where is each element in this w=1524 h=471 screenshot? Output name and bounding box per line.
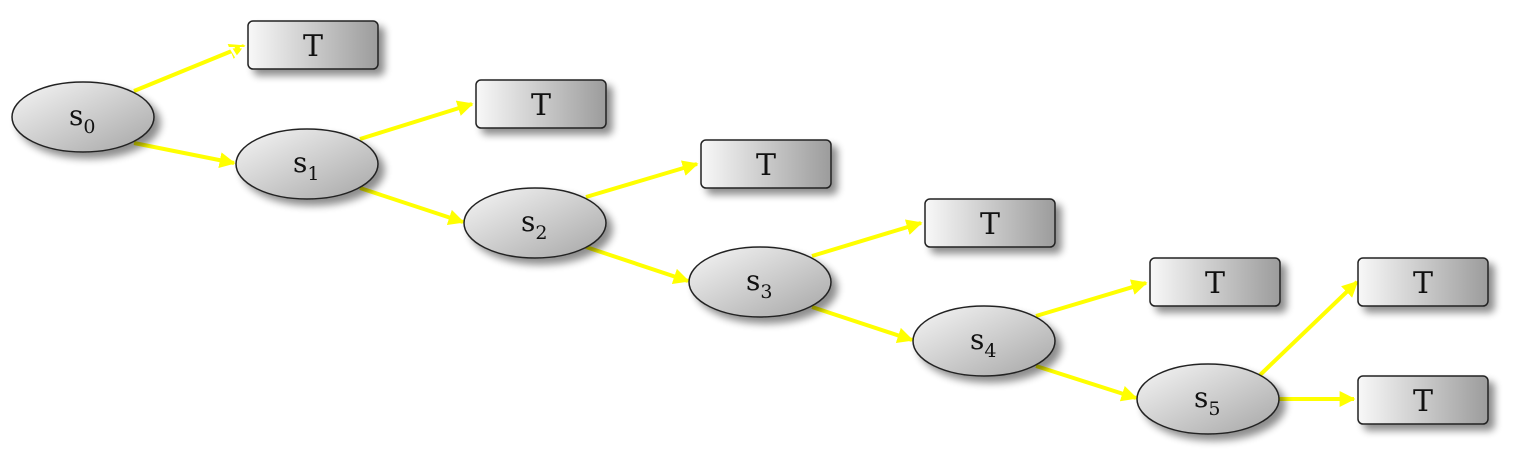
state-label-base: s — [69, 99, 83, 132]
terminal-label: T — [980, 207, 1000, 242]
state-label-subscript: 4 — [984, 340, 996, 362]
state-label-base: s — [1194, 381, 1208, 414]
terminal-node-t4: T — [1149, 257, 1281, 307]
edges-layer — [133, 44, 1359, 407]
edge-label-s5-t5a: Yes — [1245, 307, 1290, 337]
terminal-label: T — [1413, 384, 1433, 419]
state-ellipse — [11, 81, 155, 153]
edge-s2-t2 — [585, 160, 699, 199]
edge-label-s0-s1: No — [162, 105, 200, 135]
terminal-box — [1149, 257, 1281, 307]
terminal-box — [1357, 375, 1489, 425]
edge-label-s3-t3: Yes — [795, 199, 840, 229]
edge-label-s2-t2: Yes — [571, 139, 616, 169]
terminal-node-t5a: T — [1357, 257, 1489, 307]
state-node-s2: s2 — [463, 187, 607, 259]
terminal-box — [1357, 257, 1489, 307]
edge-s3-s4 — [811, 305, 914, 344]
terminal-label: T — [756, 148, 776, 183]
terminal-box — [924, 198, 1056, 248]
state-label-base: s — [746, 264, 760, 297]
state-label-subscript: 5 — [1208, 398, 1220, 420]
state-node-s3: s3 — [688, 246, 832, 318]
edge-s2-s3 — [585, 245, 690, 285]
terminal-node-t2: T — [700, 139, 832, 189]
state-label-subscript: 3 — [760, 281, 772, 303]
edge-label-s1-t1: Yes — [347, 81, 392, 111]
terminal-node-t5b: T — [1357, 375, 1489, 425]
terminal-node-t0: T — [247, 20, 379, 70]
edge-s0-t0 — [133, 44, 246, 93]
edge-s0-s1 — [133, 141, 236, 169]
terminal-label: T — [1205, 266, 1225, 301]
terminal-label: T — [531, 88, 551, 123]
state-label-base: s — [970, 323, 984, 356]
state-label: s5 — [1194, 381, 1220, 420]
state-label: s2 — [521, 205, 547, 244]
edge-s1-t1 — [359, 100, 474, 141]
state-node-s1: s1 — [235, 128, 379, 200]
state-label: s4 — [970, 323, 996, 362]
edge-label-s4-s5: No — [1062, 337, 1100, 367]
state-ellipse — [1136, 363, 1280, 435]
state-node-s5: s5 — [1136, 363, 1280, 435]
terminal-box — [475, 79, 607, 129]
edge-s1-s2 — [359, 186, 465, 226]
edge-labels-layer: YesNoYesNoYesNoYesNoYesNoYesNo — [162, 43, 1398, 399]
state-node-s0: s0 — [11, 81, 155, 153]
state-ellipse — [912, 305, 1056, 377]
edge-s3-t3 — [811, 219, 923, 258]
edge-label-s3-s4: No — [838, 281, 876, 311]
state-label-subscript: 0 — [83, 116, 95, 138]
state-ellipse — [235, 128, 379, 200]
state-label: s1 — [293, 146, 319, 185]
state-label-base: s — [521, 205, 535, 238]
state-ellipse — [688, 246, 832, 318]
edge-s4-s5 — [1035, 364, 1138, 402]
edge-label-s2-s3: No — [612, 223, 650, 253]
state-label-subscript: 2 — [535, 222, 547, 244]
terminal-box — [700, 139, 832, 189]
edge-label-s1-s2: No — [384, 163, 422, 193]
terminal-label: T — [303, 29, 323, 64]
state-label: s0 — [69, 99, 95, 138]
state-label-base: s — [293, 146, 307, 179]
state-ellipse — [463, 187, 607, 259]
terminal-node-t1: T — [475, 79, 607, 129]
edge-s4-t4 — [1035, 279, 1148, 318]
terminal-box — [247, 20, 379, 70]
edge-label-s4-t4: Yes — [1019, 257, 1064, 287]
terminal-node-t3: T — [924, 198, 1056, 248]
edge-s5-t5a — [1258, 280, 1359, 377]
terminal-label: T — [1413, 266, 1433, 301]
state-label: s3 — [746, 264, 772, 303]
state-node-s4: s4 — [912, 305, 1056, 377]
state-label-subscript: 1 — [307, 163, 319, 185]
